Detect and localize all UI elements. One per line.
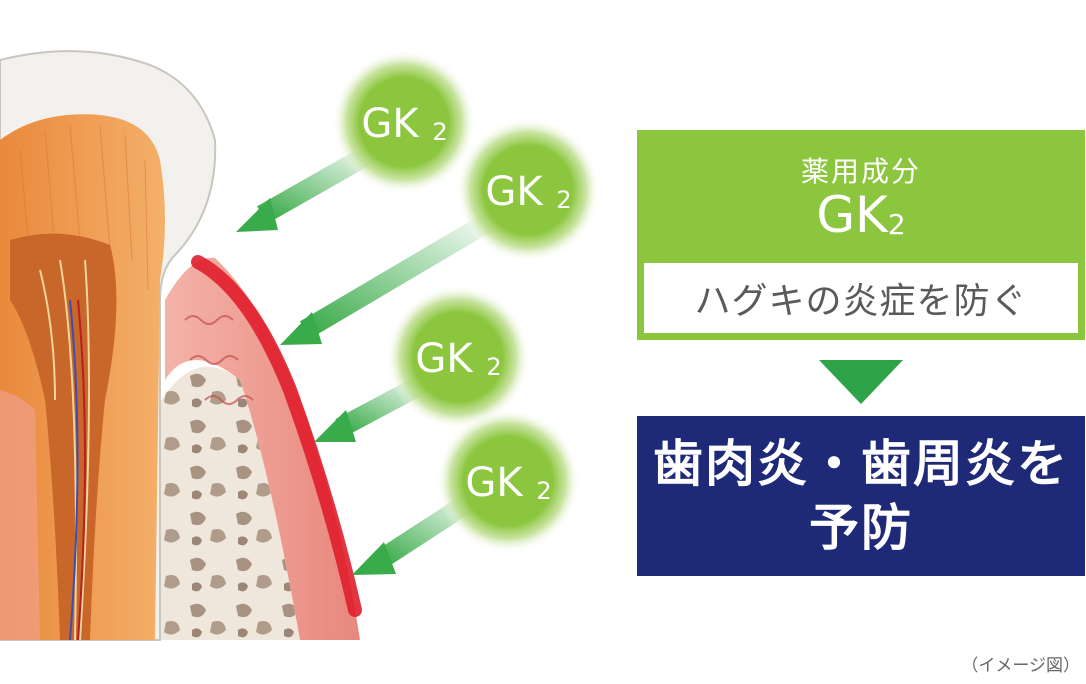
ingredient-box: 薬用成分 GK2 ハグキの炎症を防ぐ: [637, 130, 1085, 340]
inflamed-gum-band: [191, 255, 362, 617]
effect-panel: 薬用成分 GK2 ハグキの炎症を防ぐ 歯肉炎・歯周炎を 予防: [637, 130, 1085, 576]
gum-tissue: [165, 257, 360, 640]
ingredient-caption: 薬用成分: [800, 155, 921, 188]
result-box: 歯肉炎・歯周炎を 予防: [637, 416, 1085, 576]
svg-text:GK: GK: [415, 336, 474, 382]
svg-text:2: 2: [536, 477, 551, 505]
gk2-bubble-1: GK 2: [332, 50, 476, 194]
ingredient-name: GK2: [816, 186, 906, 244]
svg-text:2: 2: [486, 353, 501, 381]
effect-label: ハグキの炎症を防ぐ: [644, 263, 1078, 333]
result-line-1: 歯肉炎・歯周炎を: [653, 435, 1069, 493]
gk2-bubble-2: GK 2: [456, 118, 600, 262]
gk2-bubble-3: GK 2: [386, 285, 530, 429]
down-arrow-icon: [819, 360, 903, 404]
svg-text:2: 2: [556, 186, 571, 214]
svg-text:GK: GK: [465, 460, 524, 506]
svg-text:2: 2: [432, 118, 447, 146]
gk2-arrow-2: [280, 206, 506, 345]
svg-text:GK: GK: [485, 169, 544, 215]
image-caption: （イメージ図）: [961, 656, 1080, 676]
gk2-bubble-4: GK 2: [436, 409, 580, 553]
jaw-bone: [150, 366, 300, 640]
gk2-bubble-label: GK: [361, 101, 420, 147]
result-line-2: 予防: [809, 499, 913, 557]
tooth-pulp: [10, 233, 117, 641]
